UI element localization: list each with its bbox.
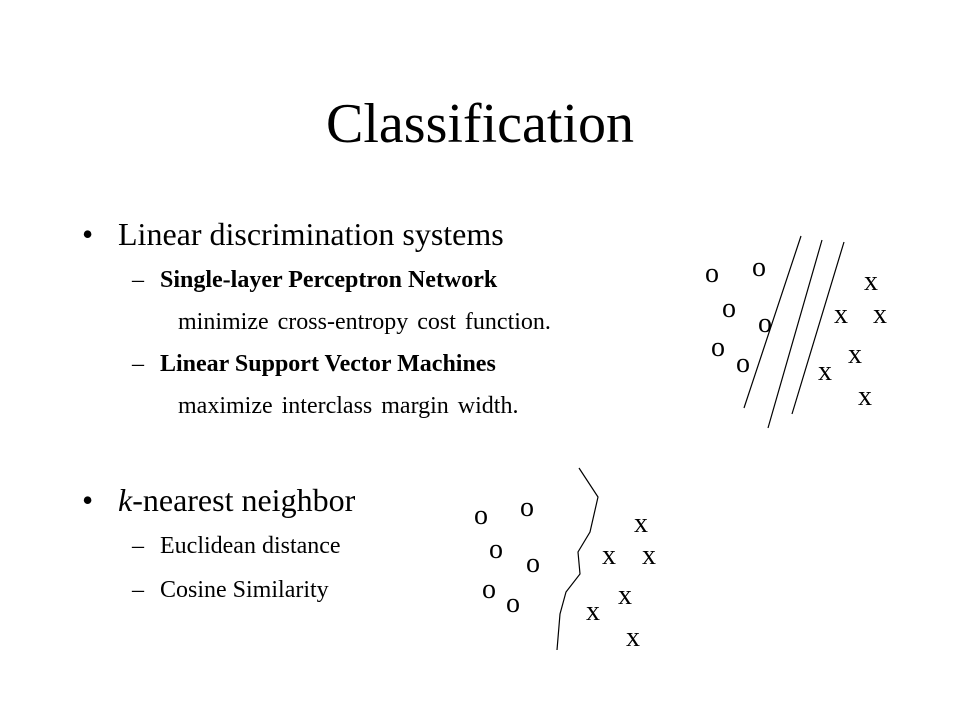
subitem-label: Linear Support Vector Machines [160,351,496,377]
subitem-label: Cosine Similarity [160,577,329,603]
class-o-point: o [489,534,503,565]
class-o-point: o [482,574,496,605]
class-x-point: x [873,299,887,330]
bullet-text-italic: k [118,482,133,518]
class-x-point: x [618,580,632,611]
class-o-point: o [722,293,736,324]
svm-margin-line-left [743,235,802,409]
bullet-text: Linear discrimination systems [118,216,504,252]
bullet-knn: • k-nearest neighbor [82,480,355,520]
dash-marker: – [132,267,144,293]
class-x-point: x [642,540,656,571]
bullet-marker: • [82,216,94,252]
class-o-point: o [752,252,766,283]
subitem-perceptron: –Single-layer Perceptron Network [132,264,497,296]
dash-marker: – [132,351,144,377]
subitem-label: Euclidean distance [160,533,341,559]
class-x-point: x [858,381,872,412]
slide-title: Classification [326,93,634,155]
class-o-point: o [526,548,540,579]
bullet-marker: • [82,482,94,518]
subitem-cosine: –Cosine Similarity [132,574,329,606]
dash-marker: – [132,533,144,559]
knn-boundary-line [556,467,599,651]
class-o-point: o [711,332,725,363]
class-x-point: x [602,540,616,571]
bullet-linear-discrimination: • Linear discrimination systems [82,214,504,254]
subitem-svm: –Linear Support Vector Machines [132,348,496,380]
subitem-svm-detail: maximize interclass margin width. [178,393,519,419]
class-x-point: x [626,622,640,653]
class-x-point: x [586,596,600,627]
class-o-point: o [705,258,719,289]
class-x-point: x [818,356,832,387]
dash-marker: – [132,577,144,603]
subitem-euclidean: –Euclidean distance [132,530,341,562]
class-x-point: x [834,299,848,330]
svm-margin-line-right [791,241,845,415]
class-o-point: o [758,308,772,339]
svm-separator-line [767,239,823,429]
subitem-perceptron-detail: minimize cross-entropy cost function. [178,309,551,335]
class-o-point: o [520,492,534,523]
subitem-label: Single-layer Perceptron Network [160,267,498,293]
class-x-point: x [634,508,648,539]
class-o-point: o [474,500,488,531]
class-o-point: o [736,348,750,379]
class-o-point: o [506,588,520,619]
bullet-text: -nearest neighbor [132,482,356,518]
class-x-point: x [864,266,878,297]
class-x-point: x [848,339,862,370]
